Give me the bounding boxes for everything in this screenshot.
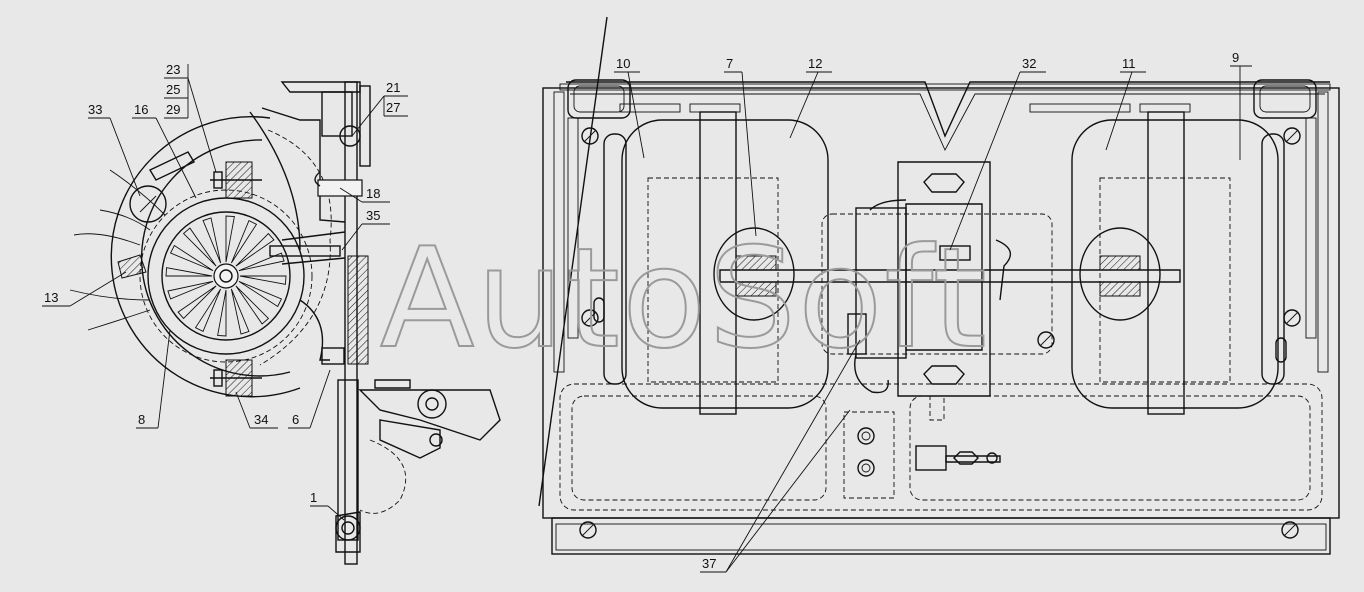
callout-29: 29 xyxy=(166,102,180,117)
fan-wheel xyxy=(161,211,291,341)
knob-33 xyxy=(129,185,167,223)
fan-blade xyxy=(217,289,227,337)
callout-8: 8 xyxy=(138,412,145,427)
callout-10: 10 xyxy=(616,56,630,71)
callout-7: 7 xyxy=(726,56,733,71)
fan-blade xyxy=(235,285,270,325)
fan-blade xyxy=(177,285,217,320)
callout-1: 1 xyxy=(310,490,317,505)
callout-21: 21 xyxy=(386,80,400,95)
front-view xyxy=(542,79,1340,555)
callout-11: 11 xyxy=(1122,56,1136,71)
fan-blade xyxy=(225,215,235,263)
top-profile xyxy=(566,81,1330,138)
fan-blade xyxy=(230,288,250,335)
fan-blade xyxy=(238,252,285,272)
fan-blade xyxy=(165,267,213,277)
coil-right-strap xyxy=(1147,111,1185,415)
callout-16: 16 xyxy=(134,102,148,117)
fan-blade xyxy=(238,280,283,308)
fan-blade xyxy=(202,217,222,264)
watermark: AutoSoft xyxy=(380,218,989,379)
callout-23: 23 xyxy=(166,62,180,77)
nut-bottom xyxy=(923,365,965,385)
callout-25: 25 xyxy=(166,82,180,97)
callout-12: 12 xyxy=(808,56,822,71)
callout-13: 13 xyxy=(44,290,58,305)
terminal-connector xyxy=(847,313,867,355)
fan-blade xyxy=(169,244,214,272)
linkage-pin xyxy=(417,389,447,419)
callout-27: 27 xyxy=(386,100,400,115)
callout-6: 6 xyxy=(292,412,299,427)
callout-35: 35 xyxy=(366,208,380,223)
fan-blade xyxy=(194,288,222,333)
nut-top xyxy=(923,173,965,193)
fan-hub xyxy=(213,263,239,289)
coil-right xyxy=(1071,119,1279,409)
fan-blades xyxy=(165,215,287,337)
callout-18: 18 xyxy=(366,186,380,201)
callout-32: 32 xyxy=(1022,56,1036,71)
fan-blade xyxy=(230,219,258,264)
fan-blade xyxy=(239,275,287,285)
callout-9: 9 xyxy=(1232,50,1239,65)
housing-outer-arc xyxy=(110,116,301,398)
coil-left xyxy=(621,119,829,409)
fan-blade xyxy=(182,227,217,267)
callout-34: 34 xyxy=(254,412,268,427)
fan-blade xyxy=(167,280,214,300)
callout-33: 33 xyxy=(88,102,102,117)
callouts: 1 6 8 34 13 33 16 23 25 29 21 27 xyxy=(42,50,1252,573)
fan-blade xyxy=(235,232,275,267)
section-line xyxy=(538,16,608,507)
side-view xyxy=(69,81,501,565)
callout-37: 37 xyxy=(702,556,716,571)
